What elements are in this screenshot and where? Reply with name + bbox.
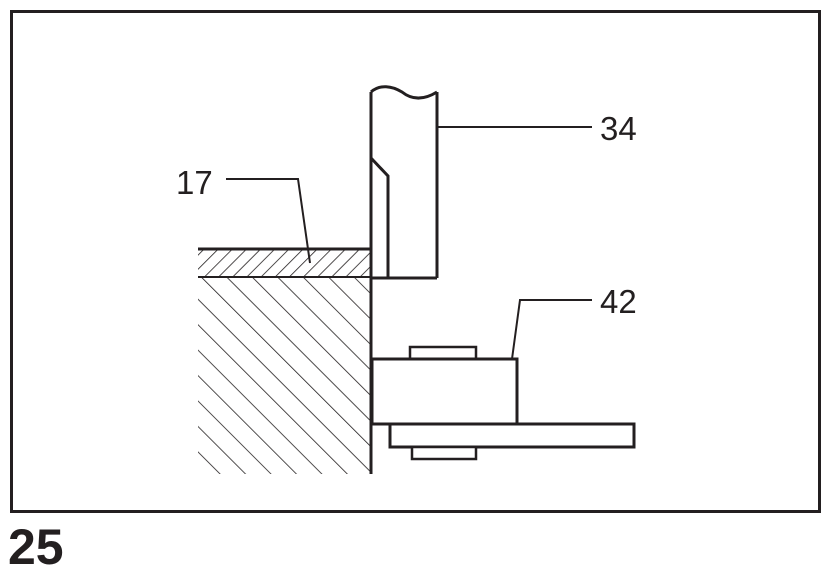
callout-label-34: 34	[600, 110, 637, 147]
callout-label-42: 42	[600, 283, 637, 320]
callout-label-17: 17	[176, 164, 213, 201]
diagram-frame	[10, 10, 821, 513]
cabinet-body-section	[198, 278, 370, 474]
part-34-panel	[369, 85, 439, 280]
leader-line-17	[226, 178, 311, 264]
part-17-top-layer	[198, 247, 371, 278]
figure-number: 25	[8, 519, 64, 575]
leader-line-42	[511, 299, 592, 360]
part-42-hinge	[370, 345, 636, 461]
